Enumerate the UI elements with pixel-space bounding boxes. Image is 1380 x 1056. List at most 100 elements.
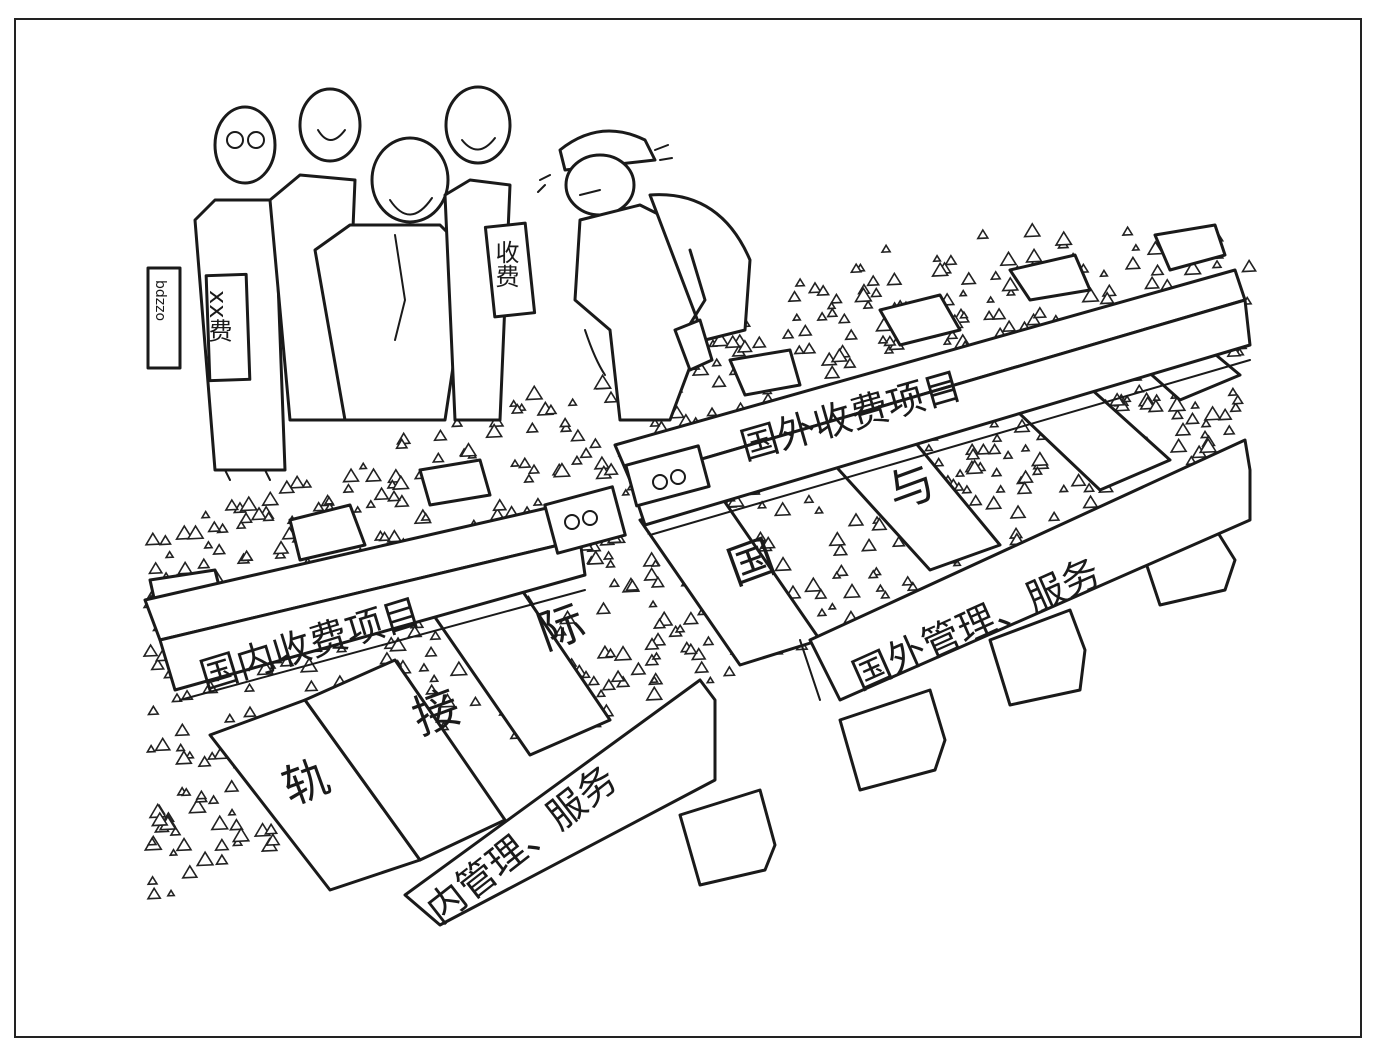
gravel-stone (982, 309, 996, 321)
gravel-stone (239, 511, 253, 524)
gravel-stone (960, 271, 977, 285)
gravel-stone (954, 468, 966, 478)
gravel-stone (814, 505, 825, 514)
gravel-stone (265, 832, 281, 847)
gravel-stone (559, 421, 573, 433)
gravel-stone (976, 442, 991, 455)
gravel-stone (816, 607, 828, 617)
gravel-stone (146, 875, 159, 886)
gravel-stone (433, 428, 448, 442)
gravel-stone (301, 478, 313, 489)
gravel-stone (195, 850, 215, 867)
gravel-stone (610, 669, 626, 683)
track-worker (537, 129, 752, 422)
gravel-stone (613, 645, 633, 662)
gravel-stone (459, 442, 478, 458)
gravel-stone (1131, 243, 1141, 251)
gravel-stone (166, 888, 176, 897)
gravel-stone (643, 566, 660, 581)
gravel-stone (524, 384, 544, 401)
gravel-stone (833, 563, 849, 577)
gravel-stone (429, 673, 440, 683)
gravel-stone (593, 455, 611, 470)
gravel-stone (188, 797, 207, 814)
gravel-stone (1058, 483, 1069, 493)
gravel-stone (702, 635, 715, 646)
gravel-stone (1030, 451, 1049, 467)
gravel-stone (1198, 437, 1218, 454)
gravel-stone (931, 261, 950, 277)
gravel-stone (630, 661, 647, 676)
gravel-stone (942, 337, 952, 346)
gravel-stone (803, 494, 815, 504)
gravel-stone (1020, 443, 1031, 452)
gravel-stone (816, 284, 831, 297)
gravel-stone (154, 736, 172, 752)
gravel-stone (1001, 319, 1017, 333)
sleeper-end-4 (678, 788, 777, 887)
gravel-stone (870, 287, 883, 298)
gravel-stone (570, 454, 583, 466)
small-card (146, 266, 182, 370)
gravel-stone (990, 467, 1003, 477)
gravel-stone (278, 479, 296, 494)
gravel-stone (394, 494, 410, 508)
sleeper-end-5 (1153, 223, 1227, 272)
gravel-stone (527, 463, 541, 475)
sleeper-end-10 (288, 503, 367, 562)
worker-backpack (648, 193, 752, 342)
folder-right-label: 收费 (491, 240, 519, 288)
gravel-stone (207, 794, 220, 805)
gravel-stone (386, 489, 401, 502)
gravel-stone (485, 422, 504, 439)
sleeper-end-6 (1008, 253, 1092, 302)
sweat-drops (537, 144, 673, 193)
sleeper-end-3 (838, 688, 947, 792)
gravel-stone (492, 498, 508, 512)
gravel-stone (180, 787, 192, 797)
gravel-stone (944, 254, 958, 266)
gravel-stone (683, 642, 698, 655)
gravel-stone (206, 751, 218, 761)
gravel-stone (342, 483, 355, 494)
gravel-stone (169, 825, 182, 836)
gravel-stone (210, 814, 230, 831)
gravel-stone (986, 295, 996, 304)
gravel-stone (608, 577, 621, 588)
gravel-stone (175, 742, 186, 752)
gravel-stone (214, 838, 230, 852)
gravel-stone (304, 679, 319, 692)
gravel-stone (174, 722, 191, 737)
gravel-stone (158, 534, 172, 546)
gravel-stone (652, 617, 667, 629)
gravel-stone (517, 456, 532, 469)
gravel-stone (1001, 276, 1020, 292)
gravel-stone (1241, 258, 1258, 273)
gravel-stone (886, 271, 903, 286)
gravel-stone (200, 510, 211, 519)
gravel-stone (625, 578, 640, 592)
gravel-stone (262, 510, 275, 522)
gravel-stone (148, 561, 164, 575)
gravel-stone (145, 744, 157, 753)
gravel-stone (323, 495, 335, 505)
gravel-stone (837, 312, 851, 324)
gravel-stone (231, 826, 251, 843)
gravel-stone (510, 403, 524, 414)
gravel-stone (827, 602, 837, 610)
gravel-stone (989, 419, 1000, 428)
gravel-stone (195, 789, 208, 800)
gravel-stone (757, 500, 768, 509)
gravel-stone (449, 660, 469, 677)
gravel-stone (1121, 225, 1134, 236)
gravel-stone (924, 443, 934, 452)
gravel-stone (177, 560, 194, 575)
gravel-stone (989, 270, 1002, 281)
gravel-stone (589, 437, 602, 449)
gravel-stone (373, 486, 390, 501)
gravel-stone (378, 530, 391, 542)
gravel-stone (706, 406, 718, 417)
gravel-stone (650, 558, 661, 568)
gravel-stone (605, 558, 616, 569)
gravel-stone (1167, 396, 1187, 412)
